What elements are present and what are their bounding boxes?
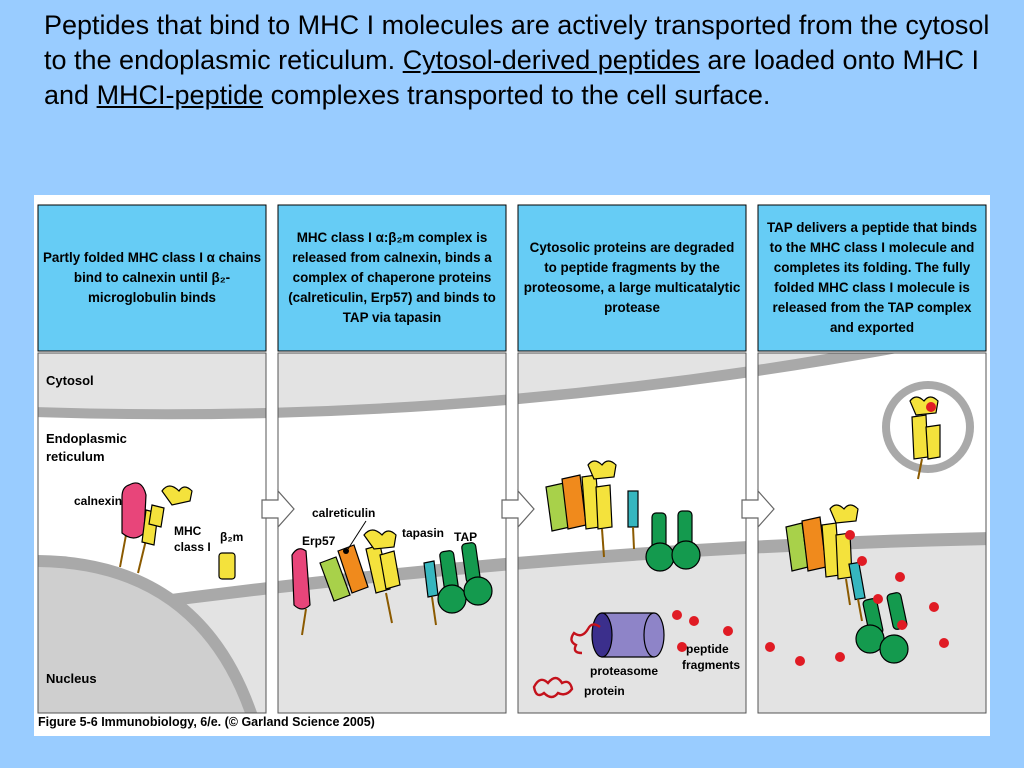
proteasome-shape [591, 612, 665, 658]
caption-box-2 [277, 204, 507, 352]
label-mhc-line2: class I [174, 540, 211, 554]
b2m-shape [218, 552, 236, 580]
label-er-line1: Endoplasmic [46, 431, 127, 446]
caption-panel-3: Cytosolic proteins are degraded to pepti… [523, 240, 741, 315]
label-protein: protein [584, 684, 625, 698]
label-calreticulin: calreticulin [312, 506, 375, 520]
title-text-3: complexes transported to the cell surfac… [263, 80, 771, 110]
label-cytosol: Cytosol [46, 373, 94, 388]
label-erp57: Erp57 [302, 534, 336, 548]
caption-box-1 [37, 204, 267, 352]
arrow-3-to-4 [741, 489, 775, 529]
slide-title: Peptides that bind to MHC I molecules ar… [44, 8, 1004, 113]
title-text-2: are loaded onto MHC I and [44, 45, 980, 110]
tap-shape [437, 584, 467, 614]
label-mhc-line1: MHC [174, 524, 202, 538]
panel-4-molecules [765, 396, 949, 666]
label-nucleus: Nucleus [46, 671, 97, 686]
title-text-1: Peptides that bind to MHC I molecules ar… [44, 10, 990, 75]
peptide-fragments-shape [672, 610, 733, 652]
calreticulin-shape [337, 544, 369, 594]
caption-panel-4: TAP delivers a peptide that binds to the… [766, 220, 978, 335]
figure: Cytosol Endoplasmic reticulum Nucleus ca… [34, 195, 990, 736]
label-b2m: β₂m [220, 530, 243, 544]
caption-box-3 [517, 204, 747, 352]
calnexin-released-shape [291, 548, 311, 610]
figure-diagram: Cytosol Endoplasmic reticulum Nucleus ca… [37, 204, 987, 714]
erp57-shape [319, 556, 351, 602]
arrow-1-to-2 [261, 489, 295, 529]
label-tapasin: tapasin [402, 526, 444, 540]
label-peptide-line2: fragments [682, 658, 740, 672]
protein-shape [532, 676, 574, 699]
panel-2-molecules [291, 529, 493, 636]
panel-3-molecules [532, 460, 733, 699]
title-link-mhci-peptide[interactable]: MHCI-peptide [96, 80, 264, 110]
label-calnexin: calnexin [74, 494, 122, 508]
exported-mhc-shape [909, 396, 941, 480]
title-link-cytosol-derived-peptides[interactable]: Cytosol-derived peptides [402, 45, 700, 75]
figure-credit: Figure 5-6 Immunobiology, 6/e. (© Garlan… [38, 715, 375, 729]
label-proteasome: proteasome [590, 664, 658, 678]
panel-1-molecules [119, 482, 236, 580]
label-peptide-line1: peptide [686, 642, 729, 656]
protein-entering-shape [570, 623, 601, 655]
calnexin-shape [121, 482, 147, 539]
caption-panel-1: Partly folded MHC class I α chains bind … [42, 250, 262, 305]
mhc-class-i-shape [161, 485, 193, 506]
label-tap: TAP [454, 530, 477, 544]
label-er-line2: reticulum [46, 449, 105, 464]
caption-box-4 [757, 204, 987, 352]
arrow-2-to-3 [501, 489, 535, 529]
caption-panel-2: MHC class I α:β₂m complex is released fr… [288, 230, 496, 325]
